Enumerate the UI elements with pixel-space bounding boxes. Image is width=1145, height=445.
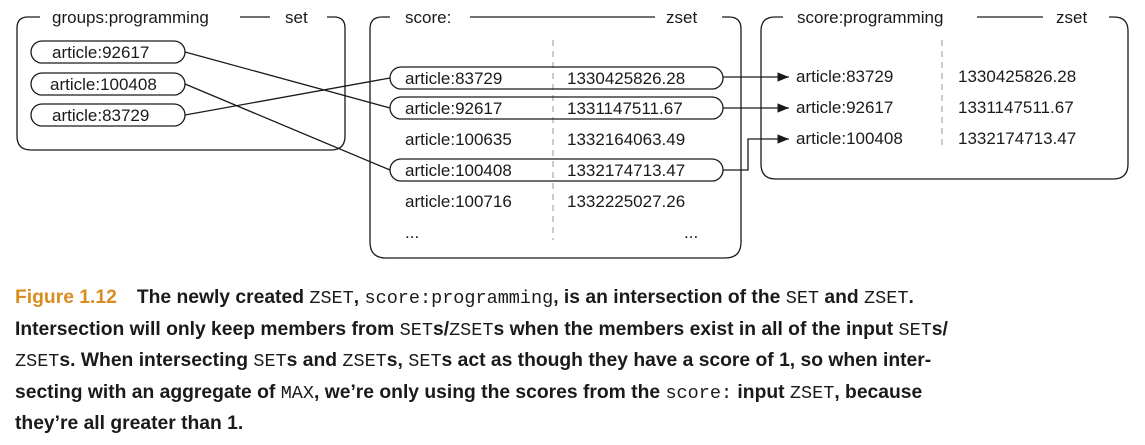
score-zset-type: zset [666,8,697,27]
score-row-member: article:100408 [405,161,512,180]
score-row-ellipsis: ... [684,223,698,242]
score-row-score: 1330425826.28 [567,69,685,88]
caption-code: ZSET [449,319,494,341]
member-match-connectors [184,51,391,171]
caption-code: SET [253,351,287,372]
score-row-member: article:100716 [405,192,512,211]
caption-line: Intersection will only keep members from… [15,315,1140,347]
caption-code: ZSET [342,351,387,372]
connector-100408 [184,83,391,171]
caption-text: Intersection will only keep members from [15,318,400,340]
caption-code: ZSET [864,288,909,309]
caption-line-0: The newly created ZSET, score:programmin… [136,287,914,309]
caption-code: MAX [280,382,315,404]
caption-text: s. When intersecting [59,350,254,371]
caption-text: s/ [931,318,948,340]
caption-text: secting with an aggregate of [15,381,281,403]
caption-text: input [732,381,790,403]
groups-member-label: article:92617 [52,43,149,62]
figure-caption: Figure 1.12 The newly created ZSET, score… [15,283,1140,440]
caption-text: , we’re only using the scores from the [314,381,666,403]
groups-set-box: groups:programming set article:92617 art… [16,8,346,151]
caption-code: SET [399,319,433,341]
connector-83729 [184,77,391,116]
caption-text: s and [286,350,343,371]
caption-code: ZSET [789,382,835,404]
score-row-member: article:92617 [405,99,502,118]
score-row-member: article:83729 [405,69,502,88]
caption-code: ZSET [309,288,354,309]
result-row-score: 1331147511.67 [958,98,1074,117]
result-row-score: 1332174713.47 [958,129,1076,148]
score-row-ellipsis: ... [405,223,419,242]
connector-92617 [184,51,391,109]
result-row-score: 1330425826.28 [958,67,1076,86]
caption-text: and [819,287,865,308]
caption-text: . [908,287,914,308]
caption-code: score: [665,382,733,404]
caption-code: SET [408,351,442,372]
intersection-diagram: groups:programming set article:92617 art… [16,8,1129,259]
caption-code: SET [898,319,932,341]
caption-text: s act as though they have a score of 1, … [441,350,932,371]
result-arrows [723,72,789,171]
result-row-member: article:100408 [796,129,903,148]
score-row-score: 1332164063.49 [567,130,685,149]
caption-text: s, [386,350,409,371]
caption-text: , is an intersection of the [553,287,786,308]
result-row-member: article:92617 [796,98,893,117]
caption-text: they’re all greater than 1. [15,413,244,434]
score-row-member: article:100635 [405,130,512,149]
result-zset-box: score:programming zset article:83729 133… [760,8,1129,180]
caption-code: SET [785,288,820,309]
groups-member-label: article:83729 [52,106,149,125]
score-row-score: 1331147511.67 [567,99,683,118]
caption-code: ZSET [15,351,60,372]
result-zset-title: score:programming [797,8,943,27]
result-row-member: article:83729 [796,67,893,86]
caption-code: score:programming [364,288,554,309]
result-zset-type: zset [1056,8,1087,27]
score-row-score: 1332174713.47 [567,161,685,180]
score-zset-box: score: zset article:83729 1330425826.28 … [369,8,742,259]
groups-member-label: article:100408 [50,75,157,94]
score-row-score: 1332225027.26 [567,192,685,211]
caption-line: ZSETs. When intersecting SETs and ZSETs,… [15,346,1140,378]
caption-text: s/ [432,318,450,340]
arrow-100408 [723,134,789,171]
caption-text: , [353,287,365,308]
caption-line: Figure 1.12 The newly created ZSET, score… [15,283,1140,315]
groups-set-title: groups:programming [52,8,209,27]
score-zset-title: score: [405,8,451,27]
caption-text: s when the members exist in all of the i… [493,318,899,340]
caption-text: , because [834,381,923,403]
caption-line: secting with an aggregate of MAX, we’re … [15,378,1140,410]
figure-label: Figure 1.12 [15,287,117,308]
caption-line: they’re all greater than 1. [15,409,1140,440]
caption-text: The newly created [136,287,310,308]
groups-set-type: set [285,8,308,27]
